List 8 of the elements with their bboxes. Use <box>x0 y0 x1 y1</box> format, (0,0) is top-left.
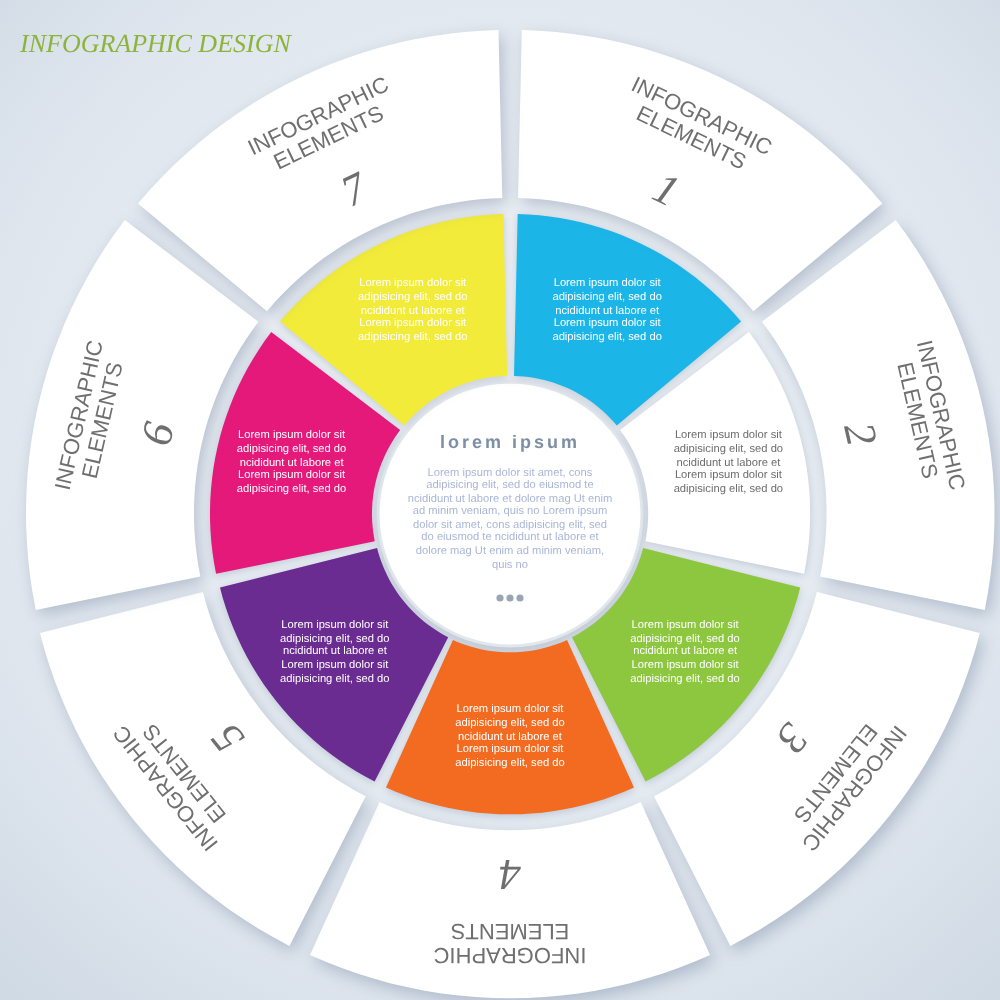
segment-number: 7 <box>332 161 375 220</box>
segment-number: 1 <box>645 161 688 220</box>
title: INFOGRAPHIC DESIGN <box>20 28 291 60</box>
segment-heading: INFOGRAPHIC ELEMENTS <box>431 917 589 966</box>
segment-number: 6 <box>130 415 187 454</box>
segment-number: 4 <box>496 849 523 898</box>
segment-number: 2 <box>833 415 890 454</box>
center-heading: lorem ipsum <box>437 432 582 452</box>
